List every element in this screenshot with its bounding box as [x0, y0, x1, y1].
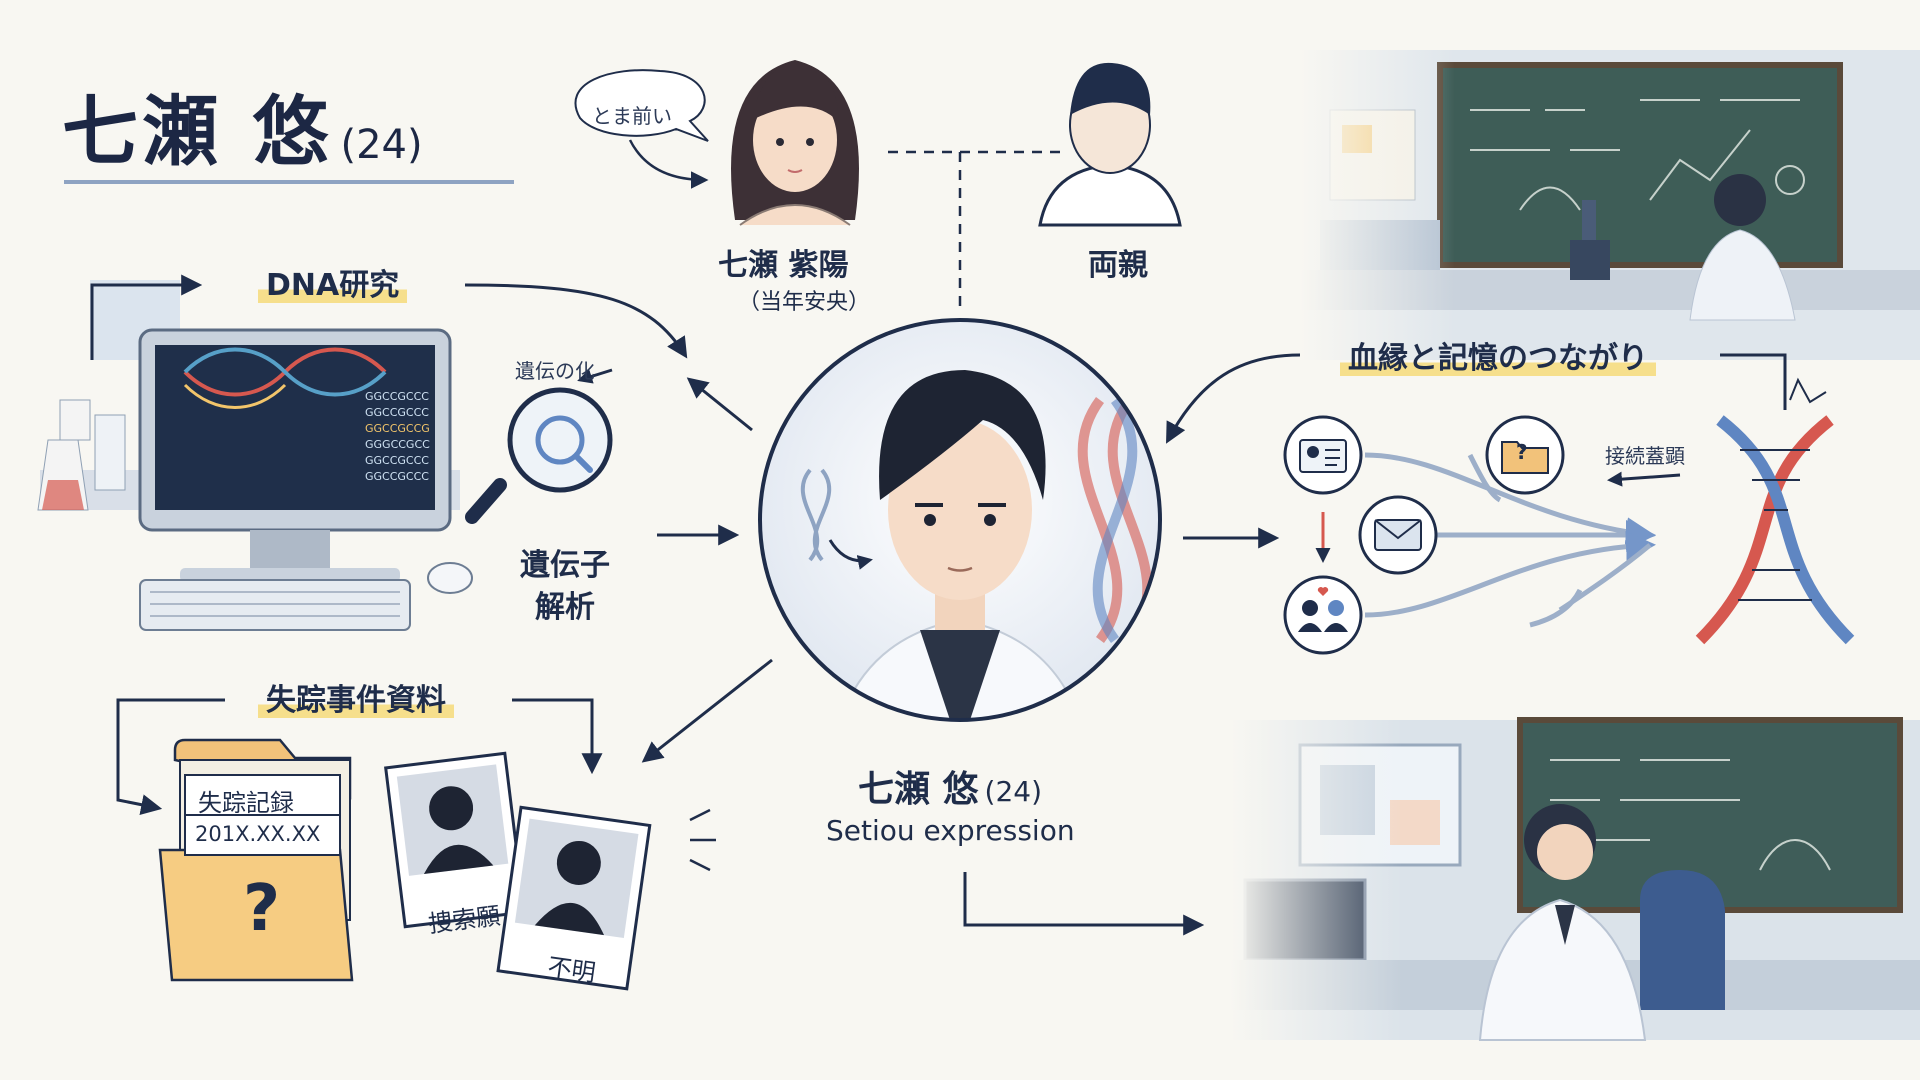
- title-underline: [64, 180, 514, 184]
- speech-bubble: [574, 69, 709, 142]
- folder-question-mark: ?: [243, 872, 281, 946]
- title-name: 七瀬 悠: [62, 87, 333, 176]
- sister-name: 七瀬 紫陽: [718, 248, 849, 283]
- dna-helix-icon: [1695, 377, 1855, 645]
- gene-sequence-line: GGCCGCCC: [365, 406, 429, 419]
- photo-card-1: [384, 751, 526, 929]
- bloodline-network: [1283, 377, 1855, 655]
- folder-date: 201X.XX.XX: [195, 822, 321, 846]
- photo-card-2: [496, 805, 652, 991]
- dna-note: 遺伝の化: [515, 359, 595, 383]
- center-subtitle: Setiou expression: [826, 814, 1075, 847]
- family-icon: [1283, 575, 1363, 655]
- bloodline-label: 血縁と記憶のつながり: [1340, 341, 1656, 376]
- folder-icon: [158, 738, 354, 982]
- center-name: 七瀬 悠(24): [858, 760, 1042, 812]
- gene-sequence: GGCCGCCC GGCCGCCC GGCCGCCG GGGCCGCC GGCCGCCC…: [365, 390, 430, 483]
- connectors: [90, 274, 1787, 936]
- envelope-icon: [1358, 495, 1438, 575]
- parents-label: 両親: [1088, 248, 1148, 283]
- photo2-caption: 不明: [545, 952, 598, 988]
- center-portrait: [758, 318, 1162, 722]
- sister-portrait: [731, 60, 859, 226]
- gene-sequence-line: GGCCGCCC: [365, 470, 429, 483]
- gene-analysis-label: 遺伝子 解析: [520, 545, 610, 629]
- gene-sequence-line: GGGCCGCC: [365, 438, 430, 451]
- missing-case-label: 失踪事件資料: [258, 683, 454, 718]
- bloodline-note: 接続蓋顕: [1605, 444, 1685, 468]
- folder-icon-small: [1485, 415, 1565, 495]
- folder-title: 失踪記録: [198, 789, 294, 817]
- bloodline-folder-mark: ?: [1516, 440, 1528, 464]
- dna-research-label: DNA研究: [258, 268, 408, 303]
- lab-scene-top: [1300, 50, 1920, 360]
- center-age: (24): [984, 775, 1043, 808]
- lab-scene-bottom: [1230, 717, 1920, 1041]
- speech-bubble-text: とま前い: [592, 104, 672, 128]
- gene-sequence-line: GGCCGCCC: [365, 454, 429, 467]
- parent-portrait: [1038, 62, 1182, 227]
- id-card-icon: [1283, 415, 1363, 495]
- gene-analysis-line1: 遺伝子: [520, 548, 610, 583]
- computer-icon: [37, 280, 473, 631]
- gene-sequence-line: GGCCGCCG: [365, 422, 430, 435]
- magnifier-icon: [465, 387, 613, 524]
- page-title: 七瀬 悠(24): [62, 70, 423, 180]
- title-age: (24): [340, 122, 423, 168]
- gene-analysis-line2: 解析: [535, 590, 595, 625]
- gene-sequence-line: GGCCGCCC: [365, 390, 429, 403]
- center-name-text: 七瀬 悠: [858, 769, 979, 810]
- sister-subtitle: （当年安央）: [738, 290, 871, 315]
